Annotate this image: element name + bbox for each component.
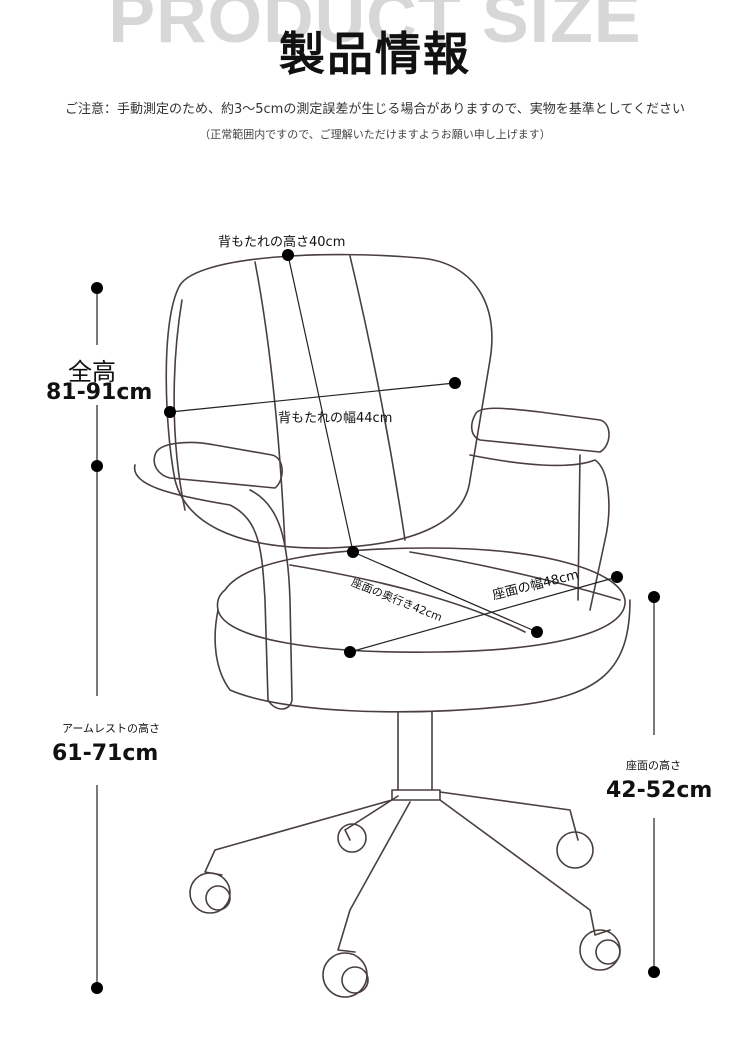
measure-dot xyxy=(344,646,356,658)
seat-seam xyxy=(409,551,621,601)
backrest-width-line xyxy=(169,382,456,413)
total-height-value: 81-91cm xyxy=(46,380,153,405)
caster xyxy=(556,831,594,869)
measurement-note-sub: （正常範囲内ですので、ご理解いただけますようお願い申し上げます） xyxy=(199,128,551,141)
caster xyxy=(579,929,621,971)
caster xyxy=(337,823,367,853)
seat-front xyxy=(214,599,631,713)
backrest-height-line xyxy=(287,254,354,553)
seat-depth-line xyxy=(352,551,538,633)
measure-dot xyxy=(347,546,359,558)
measure-dot xyxy=(91,460,103,472)
armrest-height-value: 61-71cm xyxy=(52,741,159,766)
base-leg xyxy=(337,801,411,953)
backrest-width-label: 背もたれの幅44cm xyxy=(278,411,393,426)
base-leg xyxy=(344,795,399,841)
background-word: PRODUCT SIZE xyxy=(108,0,642,57)
measure-dot xyxy=(648,966,660,978)
measure-dot xyxy=(164,406,176,418)
backrest-seam xyxy=(349,255,406,541)
base-leg xyxy=(204,799,393,876)
left-armrest-pad xyxy=(153,441,283,489)
seat-top xyxy=(216,547,626,653)
page-title: 製品情報 xyxy=(279,27,471,81)
seat-height-value: 42-52cm xyxy=(606,778,713,803)
measure-dot xyxy=(91,982,103,994)
right-armrest-pad xyxy=(470,407,610,453)
measurement-note: ご注意：手動測定のため、約3～5cmの測定誤差が生じる場合がありますので、実物を… xyxy=(64,102,686,117)
measure-dot xyxy=(91,282,103,294)
backrest-inner-edge xyxy=(173,299,186,511)
seat-seam xyxy=(289,564,526,633)
base-leg xyxy=(439,799,611,936)
measure-dot xyxy=(282,249,294,261)
measure-dot xyxy=(611,571,623,583)
total-height-label: 全高 xyxy=(68,358,116,386)
backrest-outline xyxy=(165,253,493,549)
caster xyxy=(322,952,368,998)
base-leg xyxy=(439,791,579,841)
backrest-seam xyxy=(254,261,286,546)
left-armrest-support xyxy=(133,464,293,710)
measure-dot xyxy=(531,626,543,638)
caster xyxy=(189,872,231,914)
right-armrest-support xyxy=(469,454,610,611)
measure-dot xyxy=(648,591,660,603)
gas-lift xyxy=(397,711,433,791)
measure-dot xyxy=(449,377,461,389)
backrest-height-label: 背もたれの高さ40cm xyxy=(218,235,346,250)
armrest-height-label: アームレストの高さ xyxy=(62,722,161,735)
seat-height-label: 座面の高さ xyxy=(626,759,681,772)
seat-width-line xyxy=(349,576,618,653)
